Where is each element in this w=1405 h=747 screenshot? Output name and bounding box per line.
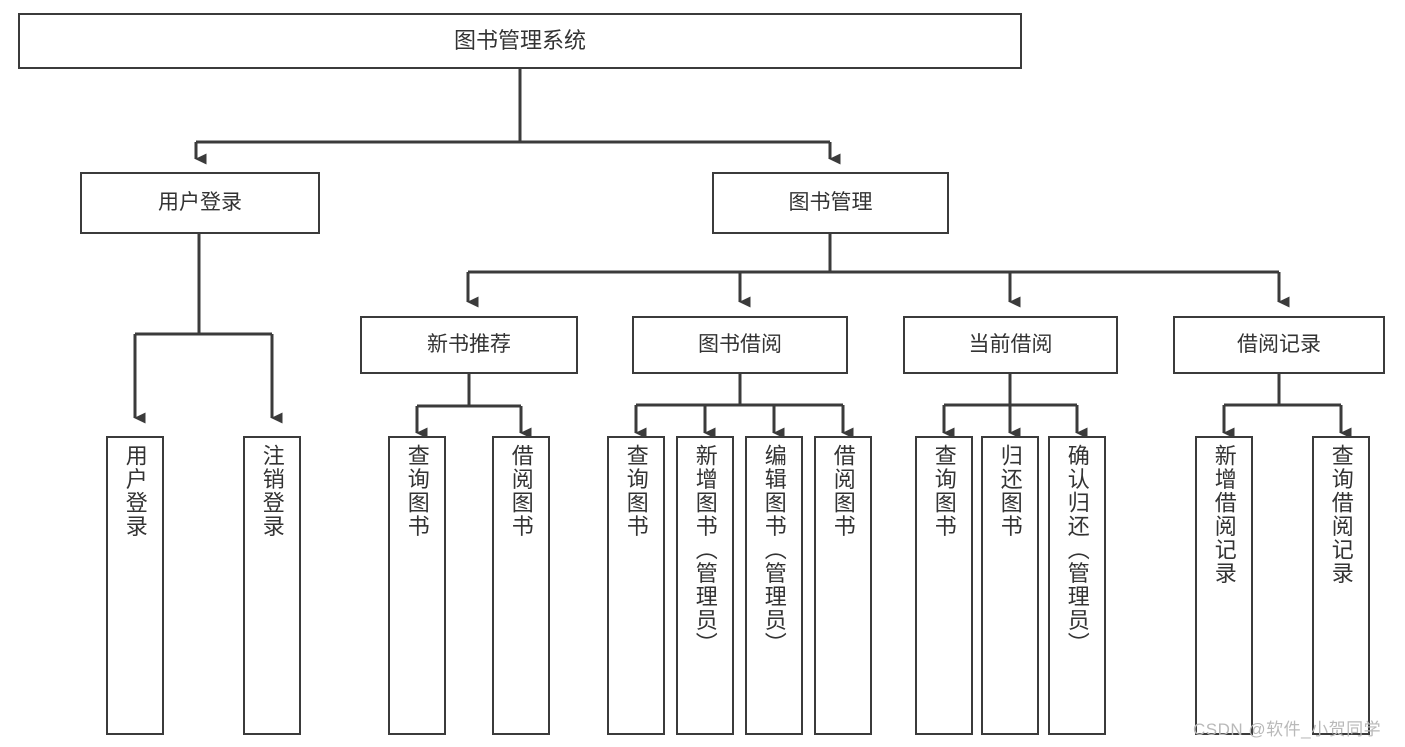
node-label: 图书借阅 [698, 332, 782, 356]
node-label: 图书管理 [788, 190, 873, 214]
leaf-query-book-borrow[interactable]: 查询图书 [607, 436, 665, 735]
leaf-borrow-book[interactable]: 借阅图书 [814, 436, 872, 735]
node-new-book-recommend[interactable]: 新书推荐 [360, 316, 578, 374]
node-label: 编辑图书（管理员） [761, 444, 787, 656]
node-book-management[interactable]: 图书管理 [712, 172, 949, 234]
node-label: 查询图书 [931, 444, 957, 538]
leaf-query-book-recommend[interactable]: 查询图书 [388, 436, 446, 735]
node-label: 借阅记录 [1237, 332, 1321, 356]
node-label: 归还图书 [997, 444, 1023, 538]
node-current-borrow[interactable]: 当前借阅 [903, 316, 1118, 374]
node-label: 新增图书（管理员） [692, 444, 718, 656]
node-book-borrow[interactable]: 图书借阅 [632, 316, 848, 374]
node-label: 确认归还（管理员） [1064, 444, 1090, 656]
csdn-watermark: CSDN @软件_小贺同学 [1193, 720, 1382, 739]
node-root-book-management-system[interactable]: 图书管理系统 [18, 13, 1022, 69]
node-label: 用户登录 [158, 190, 242, 214]
node-label: 查询图书 [623, 444, 649, 538]
leaf-user-login[interactable]: 用户登录 [106, 436, 164, 735]
node-label: 图书管理系统 [453, 28, 586, 54]
leaf-add-book-admin[interactable]: 新增图书（管理员） [676, 436, 734, 735]
node-label: 查询图书 [404, 444, 430, 538]
node-label: 当前借阅 [968, 332, 1053, 356]
node-label: 新增借阅记录 [1211, 444, 1237, 585]
node-label: 借阅图书 [830, 444, 856, 538]
leaf-query-borrow-record[interactable]: 查询借阅记录 [1312, 436, 1370, 735]
node-label: 注销登录 [259, 444, 285, 538]
node-user-login[interactable]: 用户登录 [80, 172, 320, 234]
leaf-borrow-book-recommend[interactable]: 借阅图书 [492, 436, 550, 735]
leaf-edit-book-admin[interactable]: 编辑图书（管理员） [745, 436, 803, 735]
node-borrow-record[interactable]: 借阅记录 [1173, 316, 1385, 374]
leaf-return-book[interactable]: 归还图书 [981, 436, 1039, 735]
node-label: 用户登录 [122, 444, 148, 538]
leaf-confirm-return-admin[interactable]: 确认归还（管理员） [1048, 436, 1106, 735]
node-label: 查询借阅记录 [1328, 444, 1354, 585]
node-label: 新书推荐 [427, 332, 511, 356]
node-label: 借阅图书 [508, 444, 534, 538]
leaf-user-logout[interactable]: 注销登录 [243, 436, 301, 735]
leaf-query-book-current[interactable]: 查询图书 [915, 436, 973, 735]
leaf-add-borrow-record[interactable]: 新增借阅记录 [1195, 436, 1253, 735]
